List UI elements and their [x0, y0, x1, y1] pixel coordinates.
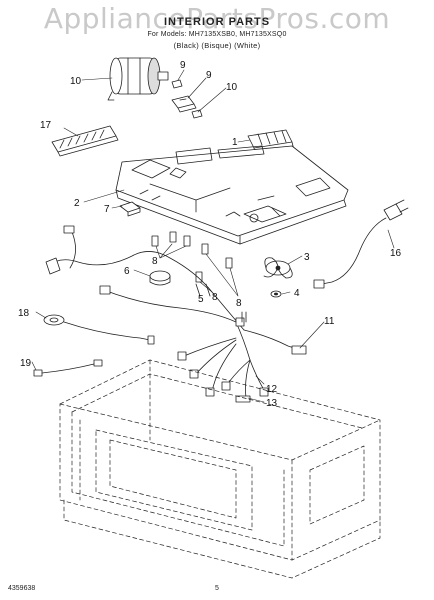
- callout-8-left: 8: [152, 256, 158, 267]
- callout-3: 3: [304, 252, 310, 263]
- callout-8-center: 8: [212, 292, 218, 303]
- callout-6: 6: [124, 266, 130, 277]
- callout-1: 1: [232, 137, 238, 148]
- fan-blade-part-3: [263, 257, 293, 279]
- callout-5: 5: [198, 294, 204, 305]
- callout-16: 16: [390, 248, 402, 259]
- color-variants: (Black) (Bisque) (White): [173, 41, 261, 50]
- connectors-part-8: [151, 231, 233, 283]
- callout-14: 12: [266, 384, 278, 395]
- diagram-title: INTERIOR PARTS: [163, 16, 271, 28]
- thermal-part-18: [43, 314, 155, 345]
- callout-10: 10: [226, 82, 238, 93]
- wire-harness: [45, 225, 307, 403]
- callout-8-right: 8: [236, 298, 242, 309]
- page-number: 5: [215, 585, 219, 592]
- base-plate-part-2: [115, 145, 349, 245]
- switch-part-7: [119, 201, 141, 217]
- part-10: [191, 109, 203, 119]
- callout-17: 17: [40, 120, 52, 131]
- sensor-part-6: [149, 270, 171, 286]
- callout-11: 9: [180, 60, 186, 71]
- callout-labels: 10 9 9 10 1 17 2 7 3 4 16 6 8 8 8 5 11 1…: [18, 60, 402, 409]
- jumper-wire-part-19: [33, 359, 103, 377]
- callout-2: 2: [74, 198, 80, 209]
- callout-15: 13: [266, 398, 278, 409]
- vent-strip-part-17: [51, 125, 119, 157]
- document-code: 4359638: [8, 585, 36, 592]
- callout-19: 19: [20, 358, 32, 369]
- callout-12: 10: [70, 76, 82, 87]
- cabinet-outline: [59, 359, 381, 579]
- model-numbers: For Models: MH7135XSB0, MH7135XSQ0: [147, 31, 287, 38]
- callout-4: 4: [294, 288, 300, 299]
- callout-18: 18: [18, 308, 30, 319]
- relay-part-9: [171, 95, 197, 113]
- fan-motor-part: [107, 57, 169, 101]
- leader-lines: [31, 69, 395, 403]
- washer-part-4: [270, 290, 282, 298]
- callout-7: 7: [104, 204, 110, 215]
- callout-9: 9: [206, 70, 212, 81]
- power-cord-part-16: [313, 199, 409, 289]
- site-watermark: AppliancePartsPros.com: [43, 2, 391, 35]
- terminal-block-part-1: [247, 129, 295, 157]
- part-11: [171, 79, 183, 89]
- callout-13: 11: [324, 316, 335, 327]
